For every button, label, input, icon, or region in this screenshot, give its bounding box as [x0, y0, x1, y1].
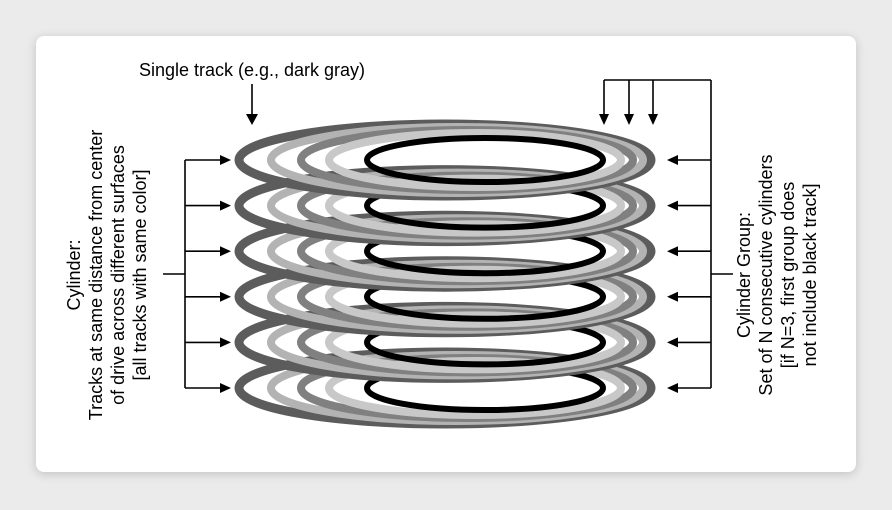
- platter-surface: [234, 347, 656, 429]
- platter-stack: [234, 119, 656, 429]
- track-ring: [325, 265, 625, 328]
- platter-surface: [234, 119, 656, 201]
- cylinder-group-arrow: [667, 383, 711, 393]
- cylinder-bracket: [163, 160, 186, 388]
- cylinder-group-label-line-4: not include black track]: [800, 183, 820, 366]
- track-ring: [325, 311, 625, 374]
- cylinder-arrow: [185, 291, 231, 302]
- cylinder-group-arrow: [667, 291, 711, 302]
- cylinder-group-arrow: [667, 200, 711, 211]
- figure-card: [36, 36, 856, 472]
- cylinder-arrow: [185, 337, 231, 348]
- track-ring: [325, 174, 625, 237]
- black-track: [364, 135, 606, 185]
- track-ring: [325, 129, 625, 191]
- cylinder-label-line-4: [all tracks with same color]: [130, 169, 150, 380]
- cylinder-group-label-line-3: [if N=3, first group does: [778, 182, 798, 369]
- platter-surface: [234, 210, 656, 292]
- cylinder-label: Cylinder: Tracks at same distance from c…: [64, 130, 150, 420]
- platter-surface: [234, 165, 656, 247]
- cylinder-group-bracket: [604, 79, 733, 388]
- cylinder-group-top-arrows: [599, 80, 658, 125]
- cylinder-group-label-line-2: Set of N consecutive cylinders: [756, 154, 776, 395]
- cylinder-arrow: [185, 155, 231, 165]
- cylinder-arrows: [185, 155, 231, 393]
- single-track-label: Single track (e.g., dark gray): [139, 60, 365, 80]
- cylinder-group-down-arrow: [624, 80, 634, 125]
- cylinder-arrow: [185, 383, 231, 393]
- cylinder-group-arrow: [667, 246, 711, 257]
- cylinder-group-label-line-1: Cylinder Group:: [734, 212, 754, 338]
- single-track-arrow: [246, 84, 258, 125]
- cylinder-arrow: [185, 246, 231, 257]
- cylinder-label-line-2: Tracks at same distance from center: [86, 130, 106, 420]
- track-ring: [325, 357, 625, 419]
- cylinder-label-line-3: of drive across different surfaces: [108, 145, 128, 405]
- platter-surface: [234, 256, 656, 338]
- cylinder-group-arrow: [667, 155, 711, 165]
- cylinder-group-down-arrow: [648, 80, 658, 125]
- platter-surface: [234, 301, 656, 383]
- cylinder-group-label: Cylinder Group: Set of N consecutive cyl…: [734, 154, 820, 395]
- cylinder-group-arrow: [667, 337, 711, 348]
- track-ring: [325, 220, 625, 283]
- cylinder-group-arrows: [667, 155, 711, 393]
- cylinder-arrow: [185, 200, 231, 211]
- cylinder-label-line-1: Cylinder:: [64, 239, 84, 310]
- cylinder-group-down-arrow: [599, 80, 609, 125]
